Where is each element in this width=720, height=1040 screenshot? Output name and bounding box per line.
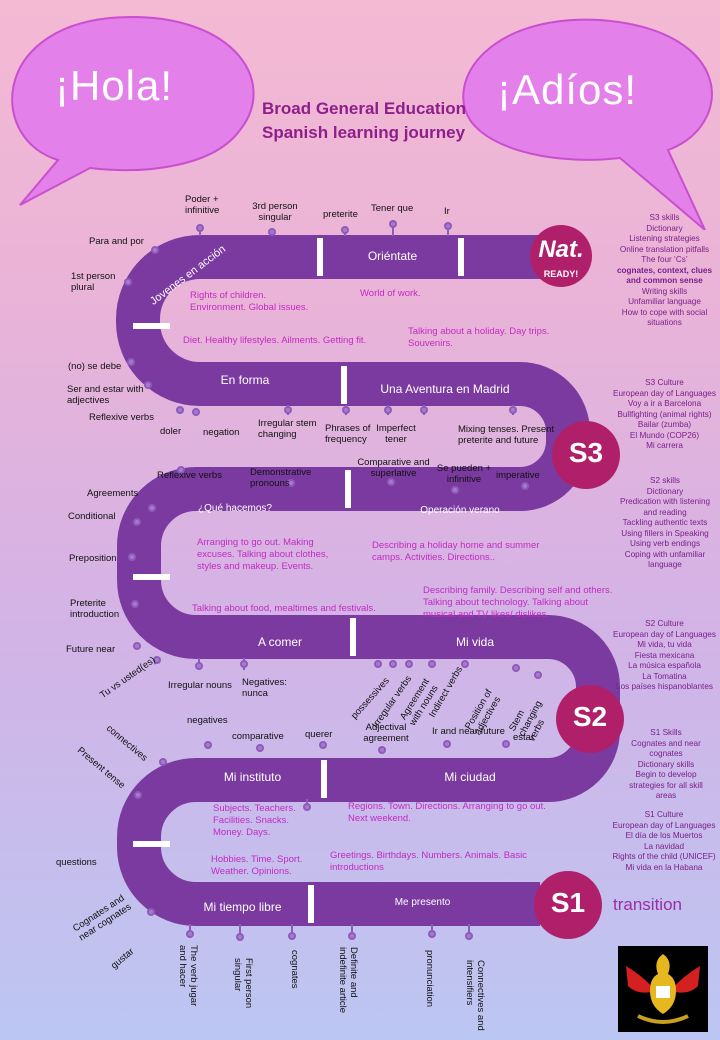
g-doler: doler xyxy=(160,426,182,437)
g-imperfect: Imperfect tener xyxy=(376,423,416,445)
s2-circle xyxy=(556,685,624,753)
g-irnear: Ir and near future xyxy=(432,726,505,737)
g-futurenear: Future near xyxy=(66,644,116,655)
s2-label: S2 xyxy=(572,701,608,732)
title-line1: Broad General Education xyxy=(262,99,467,118)
topic-s2c: Describing family. Describing self and o… xyxy=(423,585,613,620)
g-pretintro: Preterite introduction xyxy=(70,598,120,620)
unit-enforma: En forma xyxy=(220,373,270,387)
g-mixing: Mixing tenses. Present preterite and fut… xyxy=(458,424,555,446)
speech-bubbles xyxy=(11,16,713,230)
topic-s3c: Diet. Healthy lifestyles. Ailments. Gett… xyxy=(183,335,367,346)
g-preterite: preterite xyxy=(323,209,358,220)
hola-bubble xyxy=(11,16,255,206)
g-connint: Connectives and intensifiers xyxy=(464,960,486,1031)
unit-orientate: Oriéntate xyxy=(367,249,418,263)
g-sepueden: Se pueden + infinitive xyxy=(436,463,492,485)
hola-text: ¡Hola! xyxy=(55,62,174,109)
topic-s2a: Arranging to go out. Making excuses. Tal… xyxy=(197,537,329,572)
g-comparative1: Comparative and superlative xyxy=(357,457,430,479)
g-estar: estar xyxy=(513,732,535,743)
g-jugar: The verb jugar and hacer xyxy=(177,945,199,1007)
unit-mivida: Mi vida xyxy=(455,635,494,649)
s3-circle xyxy=(552,421,620,489)
unit-instituto: Mi instituto xyxy=(223,770,282,784)
transition-label: transition xyxy=(613,895,682,914)
g-negation: negation xyxy=(203,427,240,438)
g-questions: questions xyxy=(56,857,97,868)
unit-acomer: A comer xyxy=(257,635,302,649)
g-negatives2: negatives xyxy=(187,715,228,726)
crest-icon xyxy=(626,954,700,1024)
unit-tiempo: Mi tiempo libre xyxy=(203,900,282,914)
unit-aventura: Una Aventura en Madrid xyxy=(380,382,510,396)
topic-s3a: Rights of children. Environment. Global … xyxy=(190,290,309,313)
unit-quehacemos: ¿Qué hacemos? xyxy=(198,503,272,514)
school-crest xyxy=(618,946,708,1032)
g-firstplural: 1st person plural xyxy=(71,271,116,293)
unit-verano: Operación verano xyxy=(420,505,500,516)
nat-circle xyxy=(530,225,592,287)
g-tenerque: Tener que xyxy=(371,203,414,214)
g-irregnouns: Irregular nouns xyxy=(168,680,232,691)
g-firstsing: First person singular xyxy=(232,958,254,1009)
g-querer: querer xyxy=(305,729,333,740)
g-third: 3rd person singular xyxy=(252,201,298,223)
g-demonstrative: Demonstrative pronouns xyxy=(250,467,312,489)
g-preposition: Preposition xyxy=(69,553,117,564)
topic-s2d: Talking about food, mealtimes and festiv… xyxy=(192,603,376,614)
g-cognates2: cognates xyxy=(289,950,300,989)
g-serestar: Ser and estar with adjectives xyxy=(67,384,144,406)
title-line2: Spanish learning journey xyxy=(262,123,466,142)
g-negatives1: Negatives: nunca xyxy=(242,677,287,699)
nat-ready: READY! xyxy=(543,269,579,279)
g-phrases: Phrases of frequency xyxy=(325,423,371,445)
s1-circle xyxy=(534,871,602,939)
adios-text: ¡Adíos! xyxy=(497,66,638,113)
g-adjagree: Adjectival agreement xyxy=(363,722,409,744)
topic-s3b: World of work. xyxy=(360,288,421,299)
g-reflexive2: Reflexive verbs xyxy=(157,470,222,481)
topic-s3d: Talking about a holiday. Day trips. Souv… xyxy=(408,326,550,349)
topic-s1a: Subjects. Teachers. Facilities. Snacks. … xyxy=(213,803,296,838)
topic-s1d: Greetings. Birthdays. Numbers. Animals. … xyxy=(330,850,527,873)
g-reflexive1: Reflexive verbs xyxy=(89,412,154,423)
g-poder: Poder + infinitive xyxy=(185,194,220,216)
g-comparative2: comparative xyxy=(232,731,284,742)
g-article: Definite and indefinite article xyxy=(337,947,359,1014)
g-ir: Ir xyxy=(444,206,450,217)
g-sedebe: (no) se debe xyxy=(68,361,122,372)
topic-s1b: Regions. Town. Directions. Arranging to … xyxy=(348,801,546,824)
g-imperative: imperative xyxy=(496,470,540,481)
s1-label: S1 xyxy=(550,887,586,918)
topic-s1c: Hobbies. Time. Sport. Weather. Opinions. xyxy=(211,854,303,877)
nat-label: Nat. xyxy=(538,236,584,263)
g-irregstem: Irregular stem changing xyxy=(258,418,317,440)
unit-presento: Me presento xyxy=(394,897,451,908)
g-conditional: Conditional xyxy=(68,511,116,522)
topic-s2b: Describing a holiday home and summer cam… xyxy=(372,540,540,563)
g-parapor: Para and por xyxy=(89,236,144,247)
g-pronunciation: pronunciation xyxy=(424,950,435,1008)
unit-ciudad: Mi ciudad xyxy=(444,770,496,784)
s3-label: S3 xyxy=(568,437,604,468)
g-agreements: Agreements xyxy=(87,488,139,499)
adios-bubble xyxy=(462,18,713,230)
